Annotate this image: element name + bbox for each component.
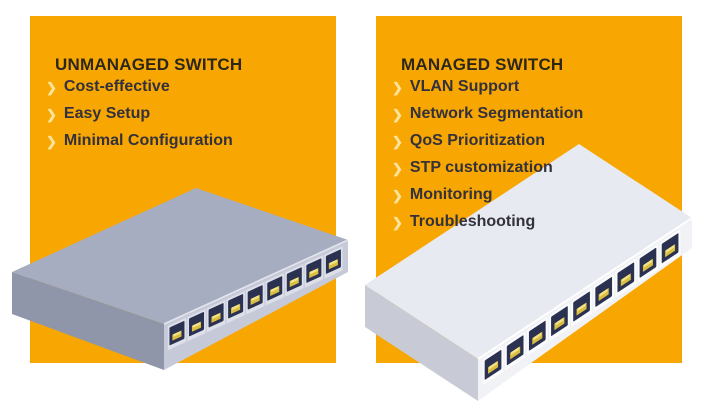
chevron-right-icon: ❯ bbox=[392, 80, 403, 95]
chevron-right-icon: ❯ bbox=[392, 215, 403, 230]
feature-label: VLAN Support bbox=[409, 78, 520, 95]
switch-edge-highlight bbox=[163, 239, 349, 325]
switch-side-face bbox=[12, 272, 164, 370]
chevron-right-icon: ❯ bbox=[392, 161, 403, 176]
panel-title-managed: MANAGED SWITCH bbox=[401, 55, 564, 74]
feature-label: Network Segmentation bbox=[409, 105, 584, 122]
chevron-right-icon: ❯ bbox=[46, 134, 57, 149]
chevron-right-icon: ❯ bbox=[46, 107, 57, 122]
feature-item: ❯ Minimal Configuration bbox=[46, 127, 233, 154]
feature-label: Cost-effective bbox=[63, 78, 170, 95]
unmanaged-switch-illustration bbox=[12, 188, 349, 370]
chevron-right-icon: ❯ bbox=[392, 107, 403, 122]
feature-item: ❯ VLAN Support bbox=[392, 73, 583, 100]
feature-item: ❯ Monitoring bbox=[392, 181, 583, 208]
switch-side-face bbox=[365, 285, 478, 401]
feature-label: STP customization bbox=[409, 159, 553, 176]
feature-label: Minimal Configuration bbox=[63, 132, 233, 149]
feature-item: ❯ Easy Setup bbox=[46, 100, 233, 127]
feature-item: ❯ STP customization bbox=[392, 154, 583, 181]
chevron-right-icon: ❯ bbox=[46, 80, 57, 95]
switch-top-face bbox=[12, 188, 348, 324]
chevron-right-icon: ❯ bbox=[392, 134, 403, 149]
feature-item: ❯ Troubleshooting bbox=[392, 208, 583, 235]
managed-switch-illustration bbox=[365, 144, 693, 401]
feature-label: QoS Prioritization bbox=[409, 132, 546, 149]
feature-label: Troubleshooting bbox=[409, 213, 536, 230]
switch-top-face bbox=[365, 144, 692, 359]
feature-item: ❯ Cost-effective bbox=[46, 73, 233, 100]
feature-list-managed: ❯ VLAN Support ❯ Network Segmentation ❯ … bbox=[392, 73, 583, 235]
panel-title-unmanaged: UNMANAGED SWITCH bbox=[55, 55, 243, 74]
feature-item: ❯ QoS Prioritization bbox=[392, 127, 583, 154]
switch-edge-highlight bbox=[477, 217, 693, 360]
feature-list-unmanaged: ❯ Cost-effective ❯ Easy Setup ❯ Minimal … bbox=[46, 73, 233, 154]
feature-label: Easy Setup bbox=[63, 105, 151, 122]
chevron-right-icon: ❯ bbox=[392, 188, 403, 203]
feature-label: Monitoring bbox=[409, 186, 493, 203]
feature-item: ❯ Network Segmentation bbox=[392, 100, 583, 127]
